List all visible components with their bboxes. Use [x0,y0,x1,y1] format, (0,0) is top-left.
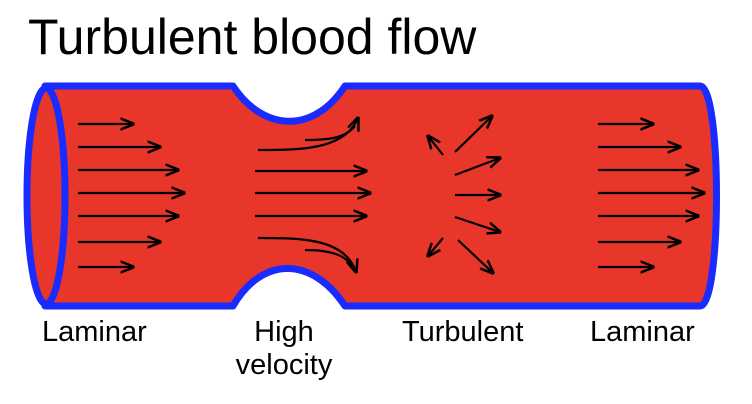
label-turbulent: Turbulent [402,316,524,348]
curving-arrow-down [304,248,353,267]
label-laminar-left: Laminar [42,316,147,348]
high-velocity-arrows [255,118,370,272]
laminar-right-arrows [598,124,704,267]
flow-arrow [454,158,500,177]
vessel-body [41,82,720,310]
label-high-line2: velocity [235,349,333,381]
turbulent-arrows [428,116,500,273]
curving-arrow-down [257,236,356,272]
vessel-opening [23,84,69,308]
flow-arrow [428,237,444,256]
flow-arrow [454,116,492,153]
laminar-left-arrows [78,124,184,267]
label-laminar-right: Laminar [590,316,695,348]
flow-arrow [428,136,444,156]
label-high-velocity: High velocity [222,316,346,382]
curving-arrow-up [304,125,356,142]
flow-arrow [457,239,493,273]
label-high-line1: High [254,316,314,348]
page-title: Turbulent blood flow [28,9,477,65]
flow-arrow [454,215,500,232]
